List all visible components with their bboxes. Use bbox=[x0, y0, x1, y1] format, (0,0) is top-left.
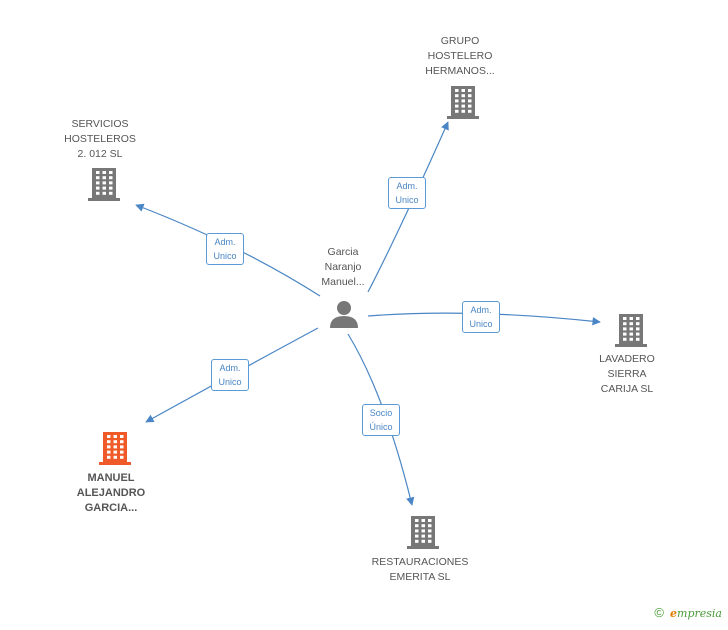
edge-label-restauraciones[interactable]: Socio Único bbox=[362, 404, 400, 436]
brand-logo: empresia bbox=[670, 607, 722, 620]
node-label-grupo[interactable]: GRUPO HOSTELERO HERMANOS... bbox=[425, 35, 495, 77]
center-person-label[interactable]: Garcia Naranjo Manuel... bbox=[321, 246, 365, 288]
node-label-lavadero[interactable]: LAVADERO SIERRA CARIJA SL bbox=[599, 353, 655, 395]
copyright-symbol: © bbox=[654, 605, 664, 620]
node-label-manuel[interactable]: MANUEL ALEJANDRO GARCIA... bbox=[76, 472, 146, 514]
building-icon[interactable] bbox=[88, 168, 120, 201]
building-icon[interactable] bbox=[99, 432, 131, 465]
node-label-restauraciones[interactable]: RESTAURACIONES EMERITA SL bbox=[371, 556, 469, 583]
edge-label-grupo[interactable]: Adm. Unico bbox=[388, 177, 426, 209]
building-icon[interactable] bbox=[407, 516, 439, 549]
building-icon[interactable] bbox=[615, 314, 647, 347]
edge-label-lavadero[interactable]: Adm. Unico bbox=[462, 301, 500, 333]
edge-grupo bbox=[367, 121, 449, 293]
edge-label-servicios[interactable]: Adm. Unico bbox=[206, 233, 244, 265]
edge-label-manuel[interactable]: Adm. Unico bbox=[211, 359, 249, 391]
building-icon[interactable] bbox=[447, 86, 479, 119]
footer-brand: © empresia bbox=[654, 605, 722, 620]
node-label-servicios[interactable]: SERVICIOS HOSTELEROS 2. 012 SL bbox=[64, 118, 136, 160]
person-icon[interactable] bbox=[330, 301, 358, 328]
